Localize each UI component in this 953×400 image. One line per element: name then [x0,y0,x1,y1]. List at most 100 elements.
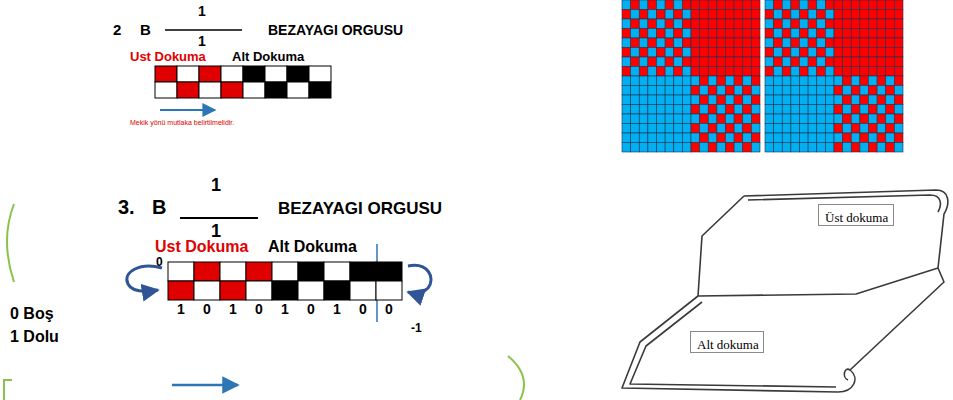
weave-cell [782,124,791,134]
weave-cell [682,67,691,77]
weave-cell [869,76,878,86]
weave-cell [751,133,760,143]
weave-cell [691,114,700,124]
weave-cell [791,143,800,153]
weave-cell [726,143,735,153]
weave-cell [717,95,726,105]
column-code: 0 [385,302,393,317]
weave-cell [851,114,860,124]
weave-cell [648,95,657,105]
weave-cell [665,48,674,58]
weave-cell [708,76,717,86]
weave-cell [665,95,674,105]
weave-cell [877,114,886,124]
fabric-sheets [622,190,948,392]
weave-cell [691,95,700,105]
weave-cell [791,38,800,48]
weave-cell [700,57,709,67]
weave-cell [682,133,691,143]
weave-cell [877,133,886,143]
weave-cell [782,114,791,124]
grid-cell [155,66,177,82]
weave-cell [734,57,743,67]
weave-cell [743,38,752,48]
weave-cell [639,124,648,134]
fraction-bar [165,29,242,31]
weave-cell [631,133,640,143]
weave-cell [631,48,640,58]
weave-cell [843,105,852,115]
weave-cell [743,95,752,105]
weave-cell [665,105,674,115]
weave-cell [674,0,683,10]
weave-cell [682,29,691,39]
weave-cell [886,133,895,143]
weave-cell [886,48,895,58]
weave-cell [743,48,752,58]
weave-cell [791,86,800,96]
weave-cell [851,10,860,20]
weave-cell [665,143,674,153]
weave-cell [800,38,809,48]
weave-cell [639,133,648,143]
weave-cell [851,29,860,39]
weave-cell [774,19,783,29]
weave-cell [791,114,800,124]
weave-cell [765,38,774,48]
weave-cell [700,19,709,29]
weave-cell [708,29,717,39]
weave-cell [734,124,743,134]
shuttle-arrow [172,384,238,387]
weave-cell [800,48,809,58]
weave-cell [877,48,886,58]
weave-cell [743,86,752,96]
weave-cell [657,0,666,10]
weave-cell [743,29,752,39]
weave-cell [860,10,869,20]
weave-cell [631,67,640,77]
weave-cell [751,48,760,58]
weave-cell [665,114,674,124]
weave-cell [726,67,735,77]
weave-cell [708,124,717,134]
weave-cell [717,57,726,67]
weave-cell [751,86,760,96]
section-number: 2 [113,22,121,39]
column-code: 0 [255,302,263,317]
weave-cell [886,124,895,134]
weave-cell [894,95,903,105]
weave-cell [894,29,903,39]
weave-cell [682,86,691,96]
weave-cell [894,133,903,143]
weave-cell [657,29,666,39]
weave-cell [648,19,657,29]
weave-cell [734,114,743,124]
weave-cell [734,143,743,153]
weave-cell [869,114,878,124]
weave-cell [851,105,860,115]
weave-cell [639,57,648,67]
weave-cell [860,0,869,10]
grid-cell [287,66,309,82]
grid-cell [324,281,350,300]
weave-cell [648,57,657,67]
weave-cell [708,57,717,67]
grid-cell [199,82,221,98]
weave-cell [700,105,709,115]
weave-cell [800,105,809,115]
weave-cell [717,143,726,153]
weave-cell [860,29,869,39]
weave-cell [825,133,834,143]
weave-cell [708,114,717,124]
weave-cell [639,105,648,115]
weave-cell [622,95,631,105]
weave-cell [808,124,817,134]
weave-cell [700,67,709,77]
weave-cell [743,10,752,20]
weave-cell [800,124,809,134]
weave-cell [743,105,752,115]
weave-cell [648,86,657,96]
weave-cell [877,29,886,39]
weave-cell [782,143,791,153]
weave-cell [708,105,717,115]
